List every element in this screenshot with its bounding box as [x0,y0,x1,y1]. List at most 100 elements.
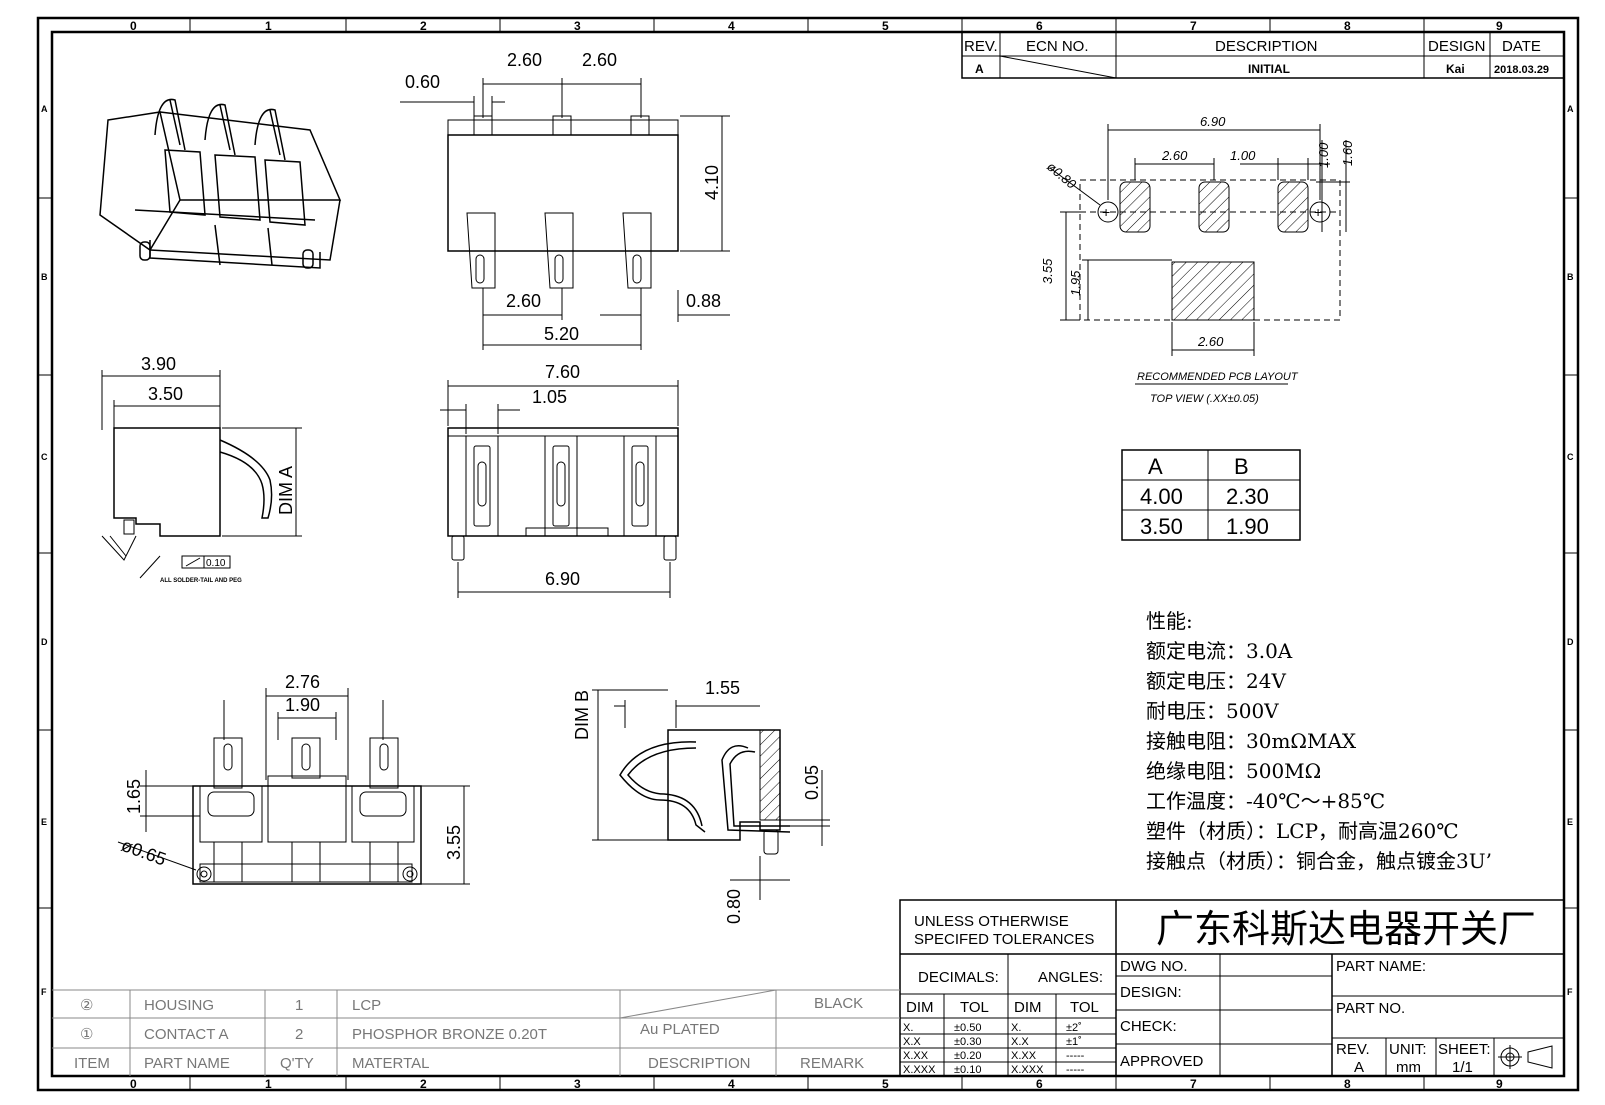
dim-contact: 1.05 [532,387,567,407]
bom-header-qty: Q'TY [280,1055,314,1072]
description-value: INITIAL [1248,62,1290,76]
ecn-header: ECN NO. [1026,38,1089,55]
drawing-frame: 0 1 2 3 4 5 6 7 8 9 0 1 2 3 4 5 6 7 8 9 … [36,16,1580,1092]
decimal-tol: ±0.20 [954,1050,981,1062]
rev-label: REV. [1336,1041,1370,1058]
spec-notes: 性能: 额定电流：3.0A 额定电压：24V 耐电压：500V 接触电阻：30m… [1146,609,1492,873]
bom-part: HOUSING [144,997,214,1014]
dim-w2: 1.90 [285,695,320,715]
unit-value: mm [1396,1059,1421,1076]
dim-width: 7.60 [545,362,580,382]
dim-hole: ø0.65 [119,835,169,870]
dim-b-label: DIM B [572,690,592,740]
dim-h1: 1.65 [124,779,144,814]
angle-tol: ±2˚ [1066,1022,1082,1034]
dim-edge: 0.88 [686,291,721,311]
dim-height: 4.10 [702,165,722,200]
pcb-layout: ++ 6.90 2.60 1.00 1.00 1.60 ø0.80 3.55 1… [1040,114,1355,405]
decimal-tol: ±0.10 [954,1064,981,1076]
dim-bottom-pitch: 2.60 [506,291,541,311]
col-number: 4 [728,1077,735,1091]
col-number: 4 [728,19,735,33]
section-view: DIM B 1.55 0.05 0.80 [572,678,830,924]
row-letter: C [1567,452,1574,462]
design-value: Kai [1446,62,1465,76]
row-letter: C [41,452,48,462]
bom-header-remark: REMARK [800,1055,864,1072]
approved-label: APPROVED [1120,1053,1204,1070]
dim-table: A B 4.00 2.30 3.50 1.90 [1121,449,1301,541]
angle-dim: X. [1011,1022,1021,1034]
tol-col-label: TOL [960,999,989,1016]
front-view: 7.60 1.05 6.90 [440,362,679,598]
col-number: 7 [1190,1077,1197,1091]
col-number: 6 [1036,19,1043,33]
flatness-value: 0.10 [206,558,226,569]
bom-remark: BLACK [814,995,863,1012]
col-number: 0 [130,1077,137,1091]
row-letter: F [1567,987,1573,997]
col-number: 7 [1190,19,1197,33]
col-number: 9 [1496,1077,1503,1091]
dim-span: 5.20 [544,324,579,344]
part-no-label: PART NO. [1336,1000,1405,1017]
row-letter: E [41,817,47,827]
pcb-pitch: 2.60 [1161,148,1188,163]
pcb-title: RECOMMENDED PCB LAYOUT [1137,371,1299,383]
bom-table: ② HOUSING 1 LCP BLACK ① CONTACT A 2 PHOS… [52,989,900,1076]
dim-peg-span: 6.90 [545,569,580,589]
tolerance-note-2: SPECIFED TOLERANCES [914,931,1094,948]
col-number: 1 [265,19,272,33]
bom-item: ① [80,1026,93,1043]
row-letter: B [1567,272,1574,282]
dim-table-cell: 1.90 [1226,514,1269,539]
bom-header-item: ITEM [74,1055,110,1072]
dim-table-header-a: A [1148,454,1163,479]
col-number: 3 [574,1077,581,1091]
pcb-v1: 3.55 [1040,258,1055,284]
flatness-note: ALL SOLDER-TAIL AND PEG [160,578,242,584]
projection-symbol-icon [1498,1045,1553,1069]
sheet-label: SHEET: [1438,1041,1491,1058]
design-label: DESIGN: [1120,984,1182,1001]
bom-part: CONTACT A [144,1026,228,1043]
decimals-label: DECIMALS: [918,969,999,986]
col-number: 6 [1036,1077,1043,1091]
dim-tab-width: 0.60 [405,72,440,92]
decimal-dim: X.XX [903,1050,929,1062]
rev-value: A [1354,1059,1364,1076]
rev-value: A [975,62,984,76]
col-number: 5 [882,19,889,33]
row-letter: E [1567,817,1573,827]
date-value: 2018.03.29 [1494,64,1549,76]
pcb-bottom: 2.60 [1197,334,1224,349]
angles-label: ANGLES: [1038,969,1103,986]
col-number: 0 [130,19,137,33]
dim-a-label: DIM A [276,466,296,515]
col-number: 5 [882,1077,889,1091]
dim-w1: 2.76 [285,672,320,692]
decimal-dim: X. [903,1022,913,1034]
spec-title: 性能: [1146,609,1193,633]
dim-table-header-b: B [1234,454,1249,479]
row-letter: A [41,104,48,114]
bom-qty: 1 [295,997,303,1014]
dim-outer: 3.90 [141,354,176,374]
spec-line: 接触点（材质）：铜合金，触点镀金3U’ [1146,849,1492,873]
decimal-dim: X.XXX [903,1064,936,1076]
part-name-label: PART NAME: [1336,958,1426,975]
dim-gap: 0.05 [802,765,822,800]
decimal-tol: ±0.50 [954,1022,981,1034]
bom-qty: 2 [295,1026,303,1043]
dim-table-cell: 2.30 [1226,484,1269,509]
dim-tail: 0.80 [724,889,744,924]
dim-pitch-left: 2.60 [507,50,542,70]
dim-table-cell: 4.00 [1140,484,1183,509]
check-label: CHECK: [1120,1018,1177,1035]
dim-h2: 3.55 [444,825,464,860]
spec-line: 塑件（材质）：LCP，耐高温260℃ [1146,819,1459,843]
decimal-dim: X.X [903,1036,921,1048]
col-number: 1 [265,1077,272,1091]
bom-item: ② [80,997,93,1014]
